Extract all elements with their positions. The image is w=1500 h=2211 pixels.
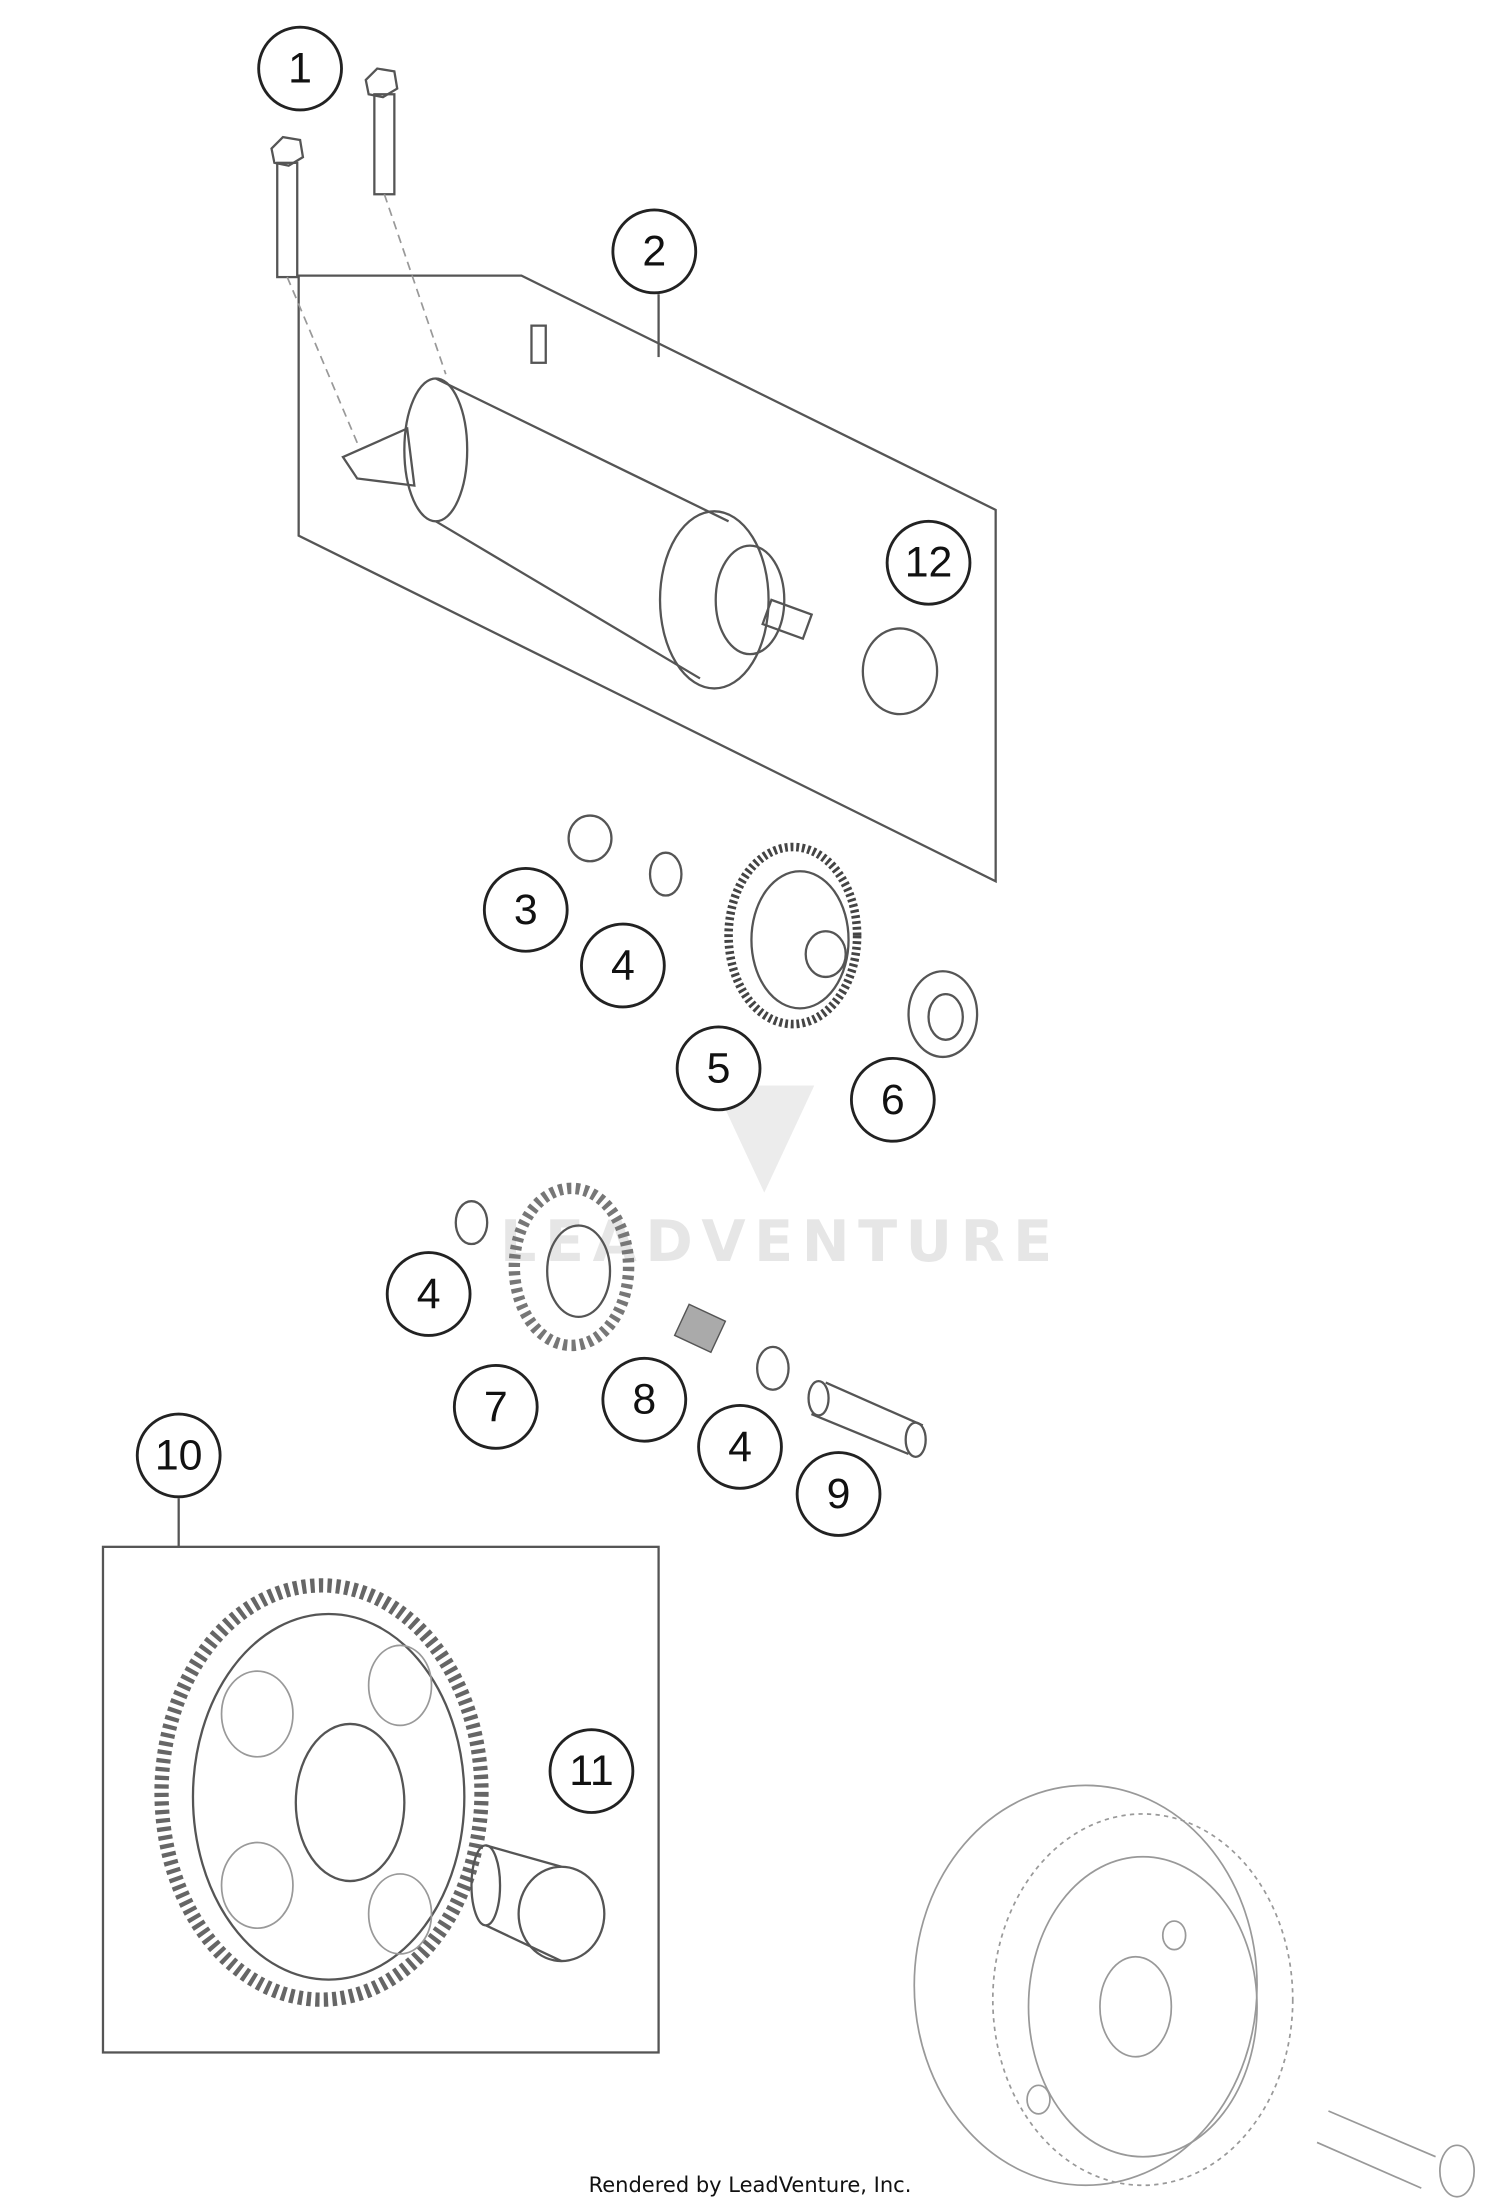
callout-label: 1 (288, 45, 312, 93)
callout-4[interactable]: 4 (385, 1251, 472, 1337)
callout-label: 7 (484, 1383, 508, 1431)
bearing (907, 970, 979, 1059)
callout-6[interactable]: 6 (849, 1056, 936, 1143)
callout-5[interactable]: 5 (675, 1025, 762, 1112)
callout-label: 4 (611, 942, 635, 990)
watermark-logo: LEADVENTURE (500, 1085, 1061, 1275)
shaft (807, 1380, 927, 1459)
bushing (567, 814, 613, 863)
callout-11[interactable]: 11 (548, 1728, 635, 1814)
callout-8[interactable]: 8 (601, 1356, 688, 1443)
intermediate-gear (508, 1182, 635, 1352)
watermark-text: LEADVENTURE (500, 1209, 1061, 1275)
callout-label: 4 (417, 1270, 441, 1318)
callout-1[interactable]: 1 (257, 25, 343, 112)
footer-credit: Rendered by LeadVenture, Inc. (588, 2173, 912, 2197)
callout-9[interactable]: 9 (795, 1451, 882, 1537)
starter-motor-group-box (297, 274, 997, 884)
callout-label: 5 (707, 1044, 731, 1092)
callout-4[interactable]: 4 (697, 1404, 783, 1490)
starter-gear-group-box (101, 1545, 660, 2054)
callout-4[interactable]: 4 (580, 922, 666, 1009)
flywheel (913, 1784, 1294, 2187)
callout-label: 10 (155, 1431, 203, 1479)
callout-label: 2 (642, 227, 666, 275)
callout-label: 6 (881, 1076, 905, 1124)
callout-label: 8 (632, 1376, 656, 1424)
callout-label: 4 (728, 1423, 752, 1471)
callout-7[interactable]: 7 (452, 1364, 539, 1450)
washer (755, 1345, 790, 1391)
washer (648, 851, 683, 897)
starter-motor (341, 324, 814, 690)
callout-10[interactable]: 10 (135, 1412, 222, 1499)
freewheel-bushing (470, 1844, 606, 1963)
callout-label: 11 (569, 1747, 613, 1795)
callout-label: 12 (905, 539, 953, 587)
callout-label: 3 (514, 886, 538, 934)
callout-2[interactable]: 2 (611, 208, 698, 295)
callout-3[interactable]: 3 (482, 866, 569, 953)
o-ring (861, 627, 939, 716)
flywheel-bolt (1316, 2110, 1476, 2198)
callout-12[interactable]: 12 (885, 519, 972, 606)
idler-gear (724, 842, 862, 1029)
callout-label: 9 (827, 1470, 851, 1518)
needle-bearing (673, 1303, 727, 1354)
screws (270, 67, 447, 444)
starter-gear (154, 1578, 489, 2007)
washer (454, 1200, 489, 1246)
